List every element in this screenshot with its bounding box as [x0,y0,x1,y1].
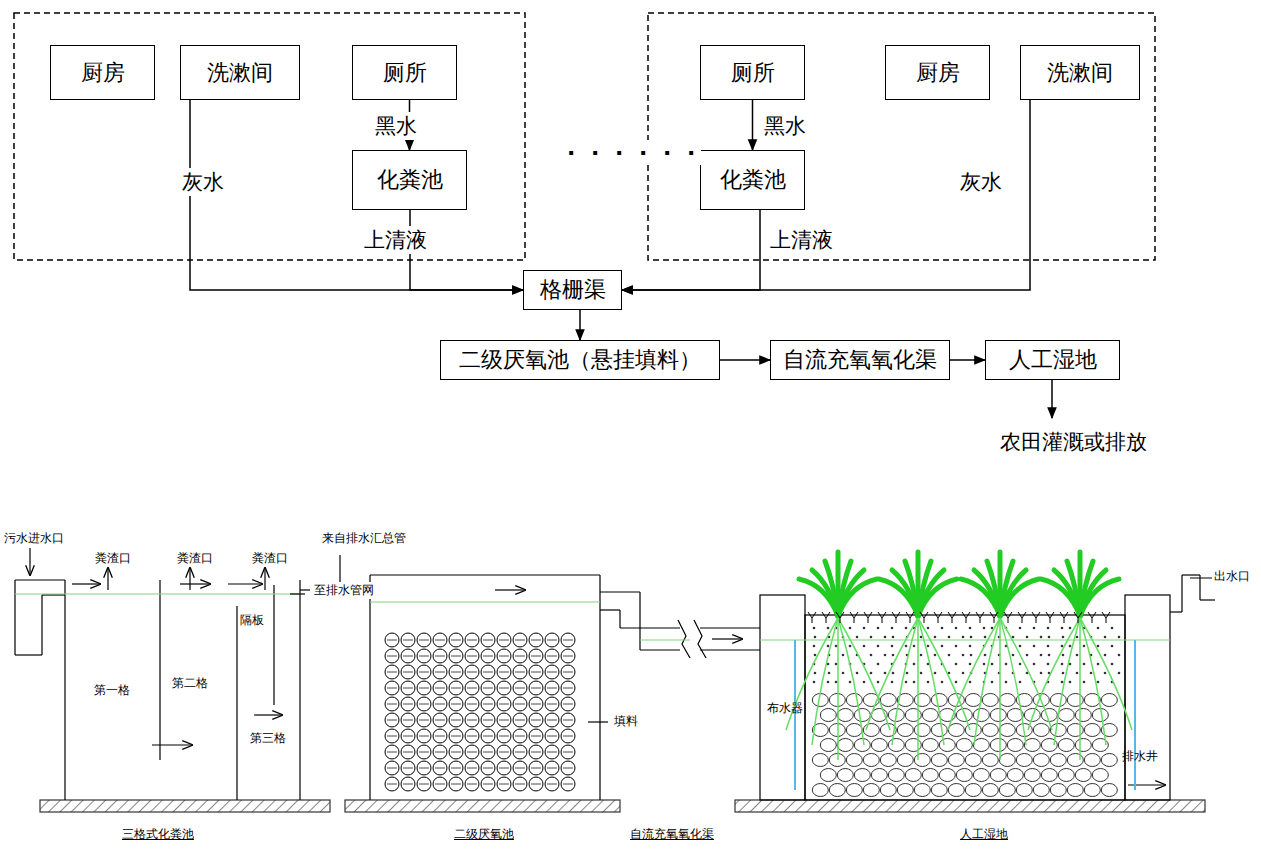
process-box: 洗漱间 [180,45,300,100]
process-box: 化粪池 [352,150,467,210]
part-name: 第三格 [248,730,288,747]
process-box: 厕所 [700,45,805,100]
part-name: 排水井 [1120,748,1160,765]
text-label: 隔板 [238,612,266,629]
wetland-drawing [735,552,1245,812]
edge-label: 灰水 [180,168,226,196]
box-text: 人工湿地 [1009,345,1097,375]
figure-caption: 二级厌氧池 [452,826,516,843]
text-label: 出水口 [1212,568,1252,585]
edge-label: 上清液 [362,226,429,254]
box-text: 厕所 [383,58,427,88]
text-label: 粪渣口 [175,550,215,567]
process-box: 厕所 [352,45,457,100]
box-text: 化粪池 [377,165,443,195]
process-box: 格栅渠 [523,270,622,310]
flow-arrow [720,359,770,361]
part-name: 第二格 [170,675,210,692]
box-text: 自流充氧氧化渠 [783,345,937,375]
text-label: 粪渣口 [93,550,133,567]
flow-arrow [950,359,985,361]
outflow-arrow [1051,380,1053,418]
box-text: 厨房 [81,58,125,88]
flow-arrow [752,100,754,150]
text-label: 粪渣口 [250,550,290,567]
text-label: 填料 [612,713,640,730]
flow-arrow [622,100,1030,290]
figure-caption: 人工湿地 [958,826,1010,843]
septic-tank-drawing [15,548,330,812]
box-text: 化粪池 [720,165,786,195]
process-box: 化粪池 [700,150,805,210]
text-label: 来自排水汇总管 [320,530,408,547]
process-box: 自流充氧氧化渠 [770,340,950,380]
box-text: 二级厌氧池（悬挂填料） [459,345,701,375]
figure-caption: 自流充氧氧化渠 [628,826,716,843]
box-text: 厕所 [731,58,775,88]
anaerobic-tank-drawing [340,555,760,812]
process-box: 人工湿地 [985,340,1120,380]
edge-label: 上清液 [768,226,835,254]
text-label: 至排水管网 [312,582,376,599]
box-text: 格栅渠 [540,275,606,305]
flow-arrow [579,310,581,340]
household-region [14,13,525,260]
part-name: 布水器 [765,700,805,717]
figure-caption: 三格式化粪池 [120,826,196,843]
process-box: 厨房 [50,45,155,100]
text-label: 污水进水口 [2,530,66,547]
box-text: 洗漱间 [1047,58,1113,88]
text-label: · · · · · · [565,140,701,165]
household-region [648,13,1155,260]
edge-label: 灰水 [958,168,1004,196]
process-box: 洗漱间 [1020,45,1140,100]
edge-label: 黑水 [373,112,419,140]
box-text: 洗漱间 [207,58,273,88]
flow-arrow [190,100,523,290]
flow-arrow [622,210,760,290]
part-name: 第一格 [92,682,132,699]
text-label: 农田灌溉或排放 [998,428,1149,456]
process-box: 二级厌氧池（悬挂填料） [440,340,720,380]
process-box: 厨房 [885,45,990,100]
edge-label: 黑水 [762,112,808,140]
box-text: 厨房 [916,58,960,88]
